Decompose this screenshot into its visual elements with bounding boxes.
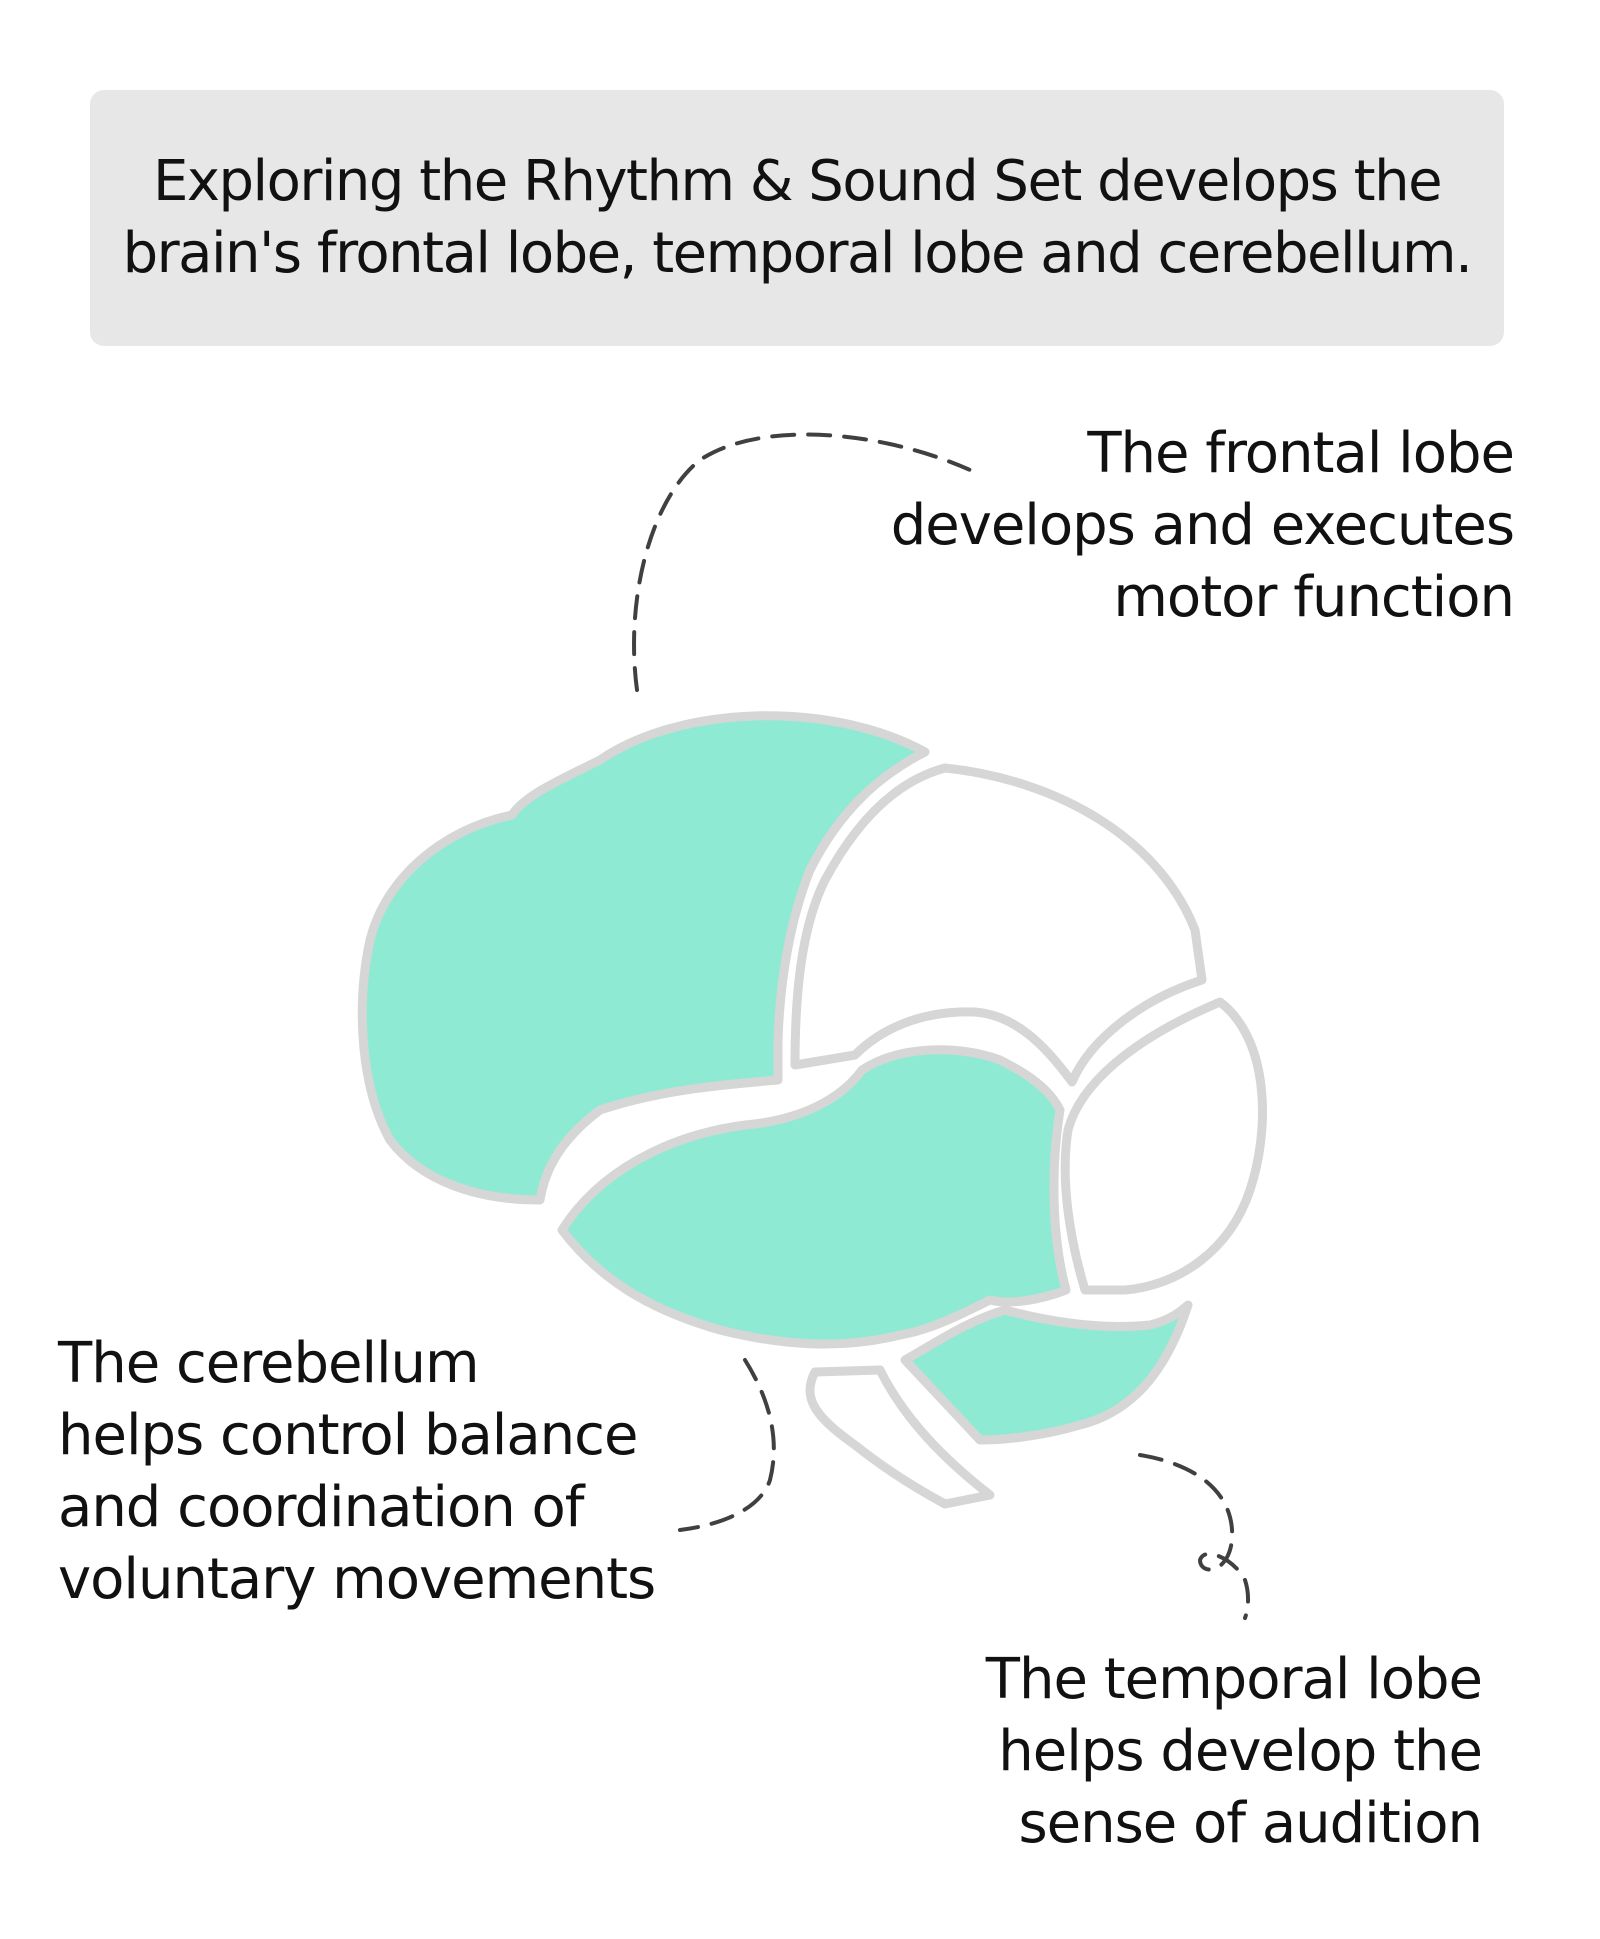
temporal-leader-line (1138, 1453, 1250, 1620)
frontal-lobe-region (357, 711, 930, 1205)
temporal-lobe-callout: The temporal lobe helps develop the sens… (985, 1644, 1483, 1860)
cerebellum-callout-line-1: The cerebellum (58, 1331, 480, 1396)
frontal-lobe-callout: The frontal lobe develops and executes m… (890, 418, 1515, 634)
cerebellum-leader-line (678, 1358, 776, 1532)
frontal-callout-line-1: The frontal lobe (1087, 421, 1515, 486)
temporal-callout-line-1: The temporal lobe (985, 1647, 1483, 1712)
temporal-lobe-region (557, 1045, 1071, 1349)
temporal-callout-line-2: helps develop the (998, 1719, 1483, 1784)
header-line-2: brain's frontal lobe, temporal lobe and … (122, 221, 1473, 286)
cerebellum-callout-line-3: and coordination of (58, 1475, 584, 1540)
occipital-lobe-region (1060, 997, 1267, 1295)
frontal-leader-line (632, 432, 972, 692)
header-line-1: Exploring the Rhythm & Sound Set develop… (152, 149, 1443, 214)
cerebellum-region (900, 1300, 1193, 1445)
header-banner: Exploring the Rhythm & Sound Set develop… (90, 90, 1504, 346)
cerebellum-callout-line-4: voluntary movements (58, 1547, 656, 1612)
cerebellum-callout: The cerebellum helps control balance and… (58, 1328, 656, 1616)
cerebellum-callout-line-2: helps control balance (58, 1403, 638, 1468)
frontal-callout-line-3: motor function (1113, 565, 1515, 630)
brain-stem-region (805, 1365, 995, 1509)
frontal-callout-line-2: develops and executes (890, 493, 1515, 558)
parietal-lobe-region (790, 763, 1207, 1087)
temporal-callout-line-3: sense of audition (1018, 1791, 1483, 1856)
